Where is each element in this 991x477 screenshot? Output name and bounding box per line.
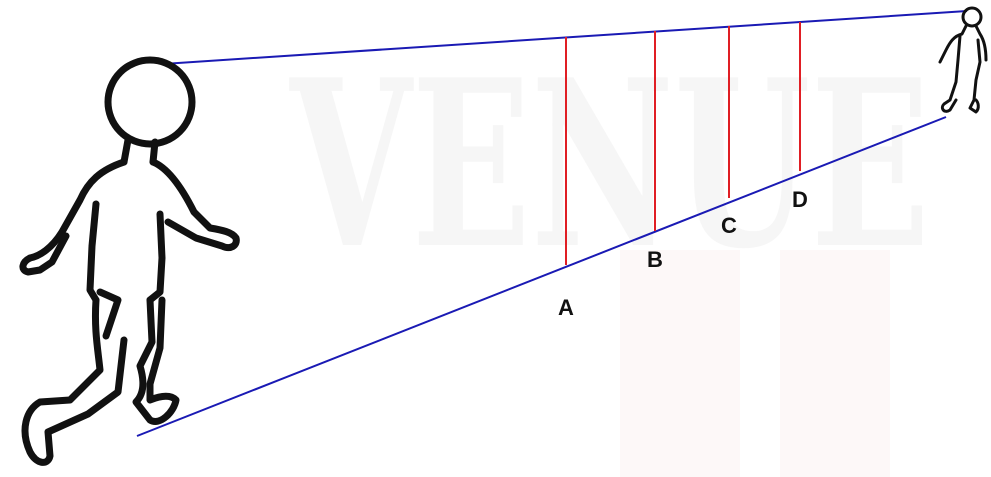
near-figure-legs [21, 296, 180, 466]
watermark: VENUE [289, 30, 930, 477]
near-figure-head [104, 56, 196, 148]
bottom-perspective-line [136, 116, 947, 437]
label-d: D [792, 187, 808, 212]
label-c: C [721, 213, 737, 238]
near-figure-hip [96, 288, 122, 340]
watermark-bar [620, 250, 740, 477]
watermark-bar [780, 250, 890, 477]
far-figure-head [961, 6, 983, 28]
near-walking-figure [19, 56, 240, 466]
near-figure-back-hand [19, 232, 70, 276]
label-b: B [647, 247, 663, 272]
near-figure-torso [26, 158, 240, 304]
far-figure-body [938, 24, 988, 114]
label-a: A [558, 295, 574, 320]
far-walking-figure [938, 6, 988, 114]
